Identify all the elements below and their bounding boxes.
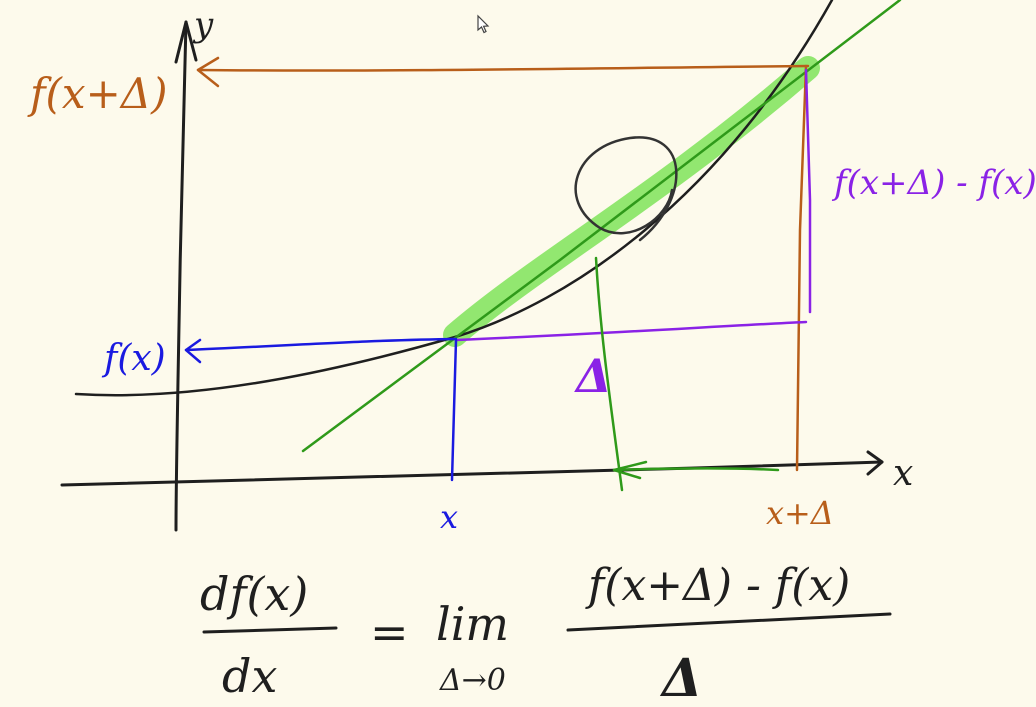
x-axis-label: x — [893, 453, 913, 494]
x-axis-line — [60, 460, 884, 487]
label-f-x-plus-delta: f(x+Δ) — [27, 69, 168, 118]
y-axis-label: y — [192, 5, 214, 45]
formula-lim-subscript: Δ→0 — [439, 663, 506, 698]
green-vertical-line — [594, 256, 624, 492]
purple-horizontal-line — [454, 320, 808, 342]
x-axis-arrowhead-icon — [866, 450, 884, 476]
formula-rhs-denominator: Δ — [659, 648, 702, 707]
formula-lhs-numerator: df(x) — [200, 567, 308, 621]
label-f-x: f(x) — [101, 338, 166, 379]
orange-vertical-line — [795, 64, 808, 472]
y-axis-line — [174, 20, 188, 532]
blue-arrowhead-icon — [184, 338, 202, 364]
tick-label-x: x — [440, 498, 458, 536]
formula-rhs-numerator: f(x+Δ) - f(x) — [585, 560, 850, 611]
blue-horizontal-line — [184, 337, 458, 352]
formula-rhs-fraction-bar — [566, 612, 892, 632]
secant-highlight — [443, 56, 820, 347]
orange-arrowhead-icon — [196, 56, 220, 88]
circle-scribble — [574, 136, 678, 242]
orange-horizontal-line — [196, 64, 810, 72]
purple-vertical-line — [804, 68, 812, 314]
green-arrowhead-icon — [612, 460, 648, 480]
formula-lhs-fraction-bar — [202, 626, 338, 634]
green-horizontal-line — [612, 467, 780, 472]
cursor-icon — [477, 14, 490, 34]
formula-lhs-denominator: dx — [222, 649, 277, 703]
formula-equals: = — [370, 605, 409, 659]
blue-vertical-line — [450, 338, 458, 482]
tick-label-x-plus-delta: x+Δ — [766, 494, 834, 532]
secant-line — [301, 0, 902, 453]
y-axis-arrowhead-icon — [174, 20, 198, 64]
function-curve — [74, 0, 834, 397]
formula-lim: lim — [436, 597, 509, 651]
label-difference: f(x+Δ) - f(x) — [831, 163, 1036, 203]
